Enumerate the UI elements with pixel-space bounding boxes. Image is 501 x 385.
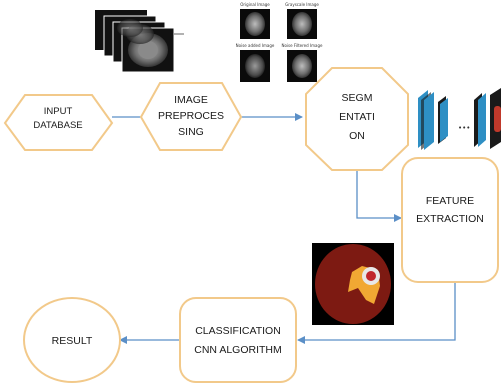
thumb-title-original: Original Image xyxy=(240,2,270,7)
node-segmentation: SEGM ENTATI ON xyxy=(305,67,409,171)
arrow-segmentation-to-feature xyxy=(356,170,402,222)
cnn-layers-image: ••• xyxy=(418,88,501,150)
image-preprocessing-label-line1: IMAGE xyxy=(174,94,208,106)
feature-extraction-label-line1: FEATURE xyxy=(426,195,474,207)
node-feature-extraction: FEATURE EXTRACTION xyxy=(401,157,499,283)
classification-label-line2: CNN ALGORITHM xyxy=(194,344,282,356)
segmentation-label-line2: ENTATI xyxy=(339,111,375,123)
mri-scan-stack-image xyxy=(95,10,184,73)
thumb-title-grayscale: Grayscale Image xyxy=(285,2,319,7)
image-preprocessing-shape xyxy=(139,82,243,151)
preprocessing-thumbnails: Original Image Grayscale Image Noise add… xyxy=(236,2,323,82)
image-preprocessing-label-line3: SING xyxy=(178,126,204,138)
segmentation-shape xyxy=(305,67,409,171)
result-shape xyxy=(23,297,121,383)
node-result: RESULT xyxy=(23,297,121,383)
node-input-database: INPUT DATABASE xyxy=(3,94,114,151)
image-preprocessing-label-line2: PREPROCES xyxy=(158,110,224,122)
thumb-title-noise-filtered: Noise Filtered Image xyxy=(282,43,324,48)
classification-label-line1: CLASSIFICATION xyxy=(195,325,281,337)
classification-shape xyxy=(179,297,297,383)
arrow-feature-to-classification xyxy=(297,282,456,344)
svg-text:•••: ••• xyxy=(458,124,470,132)
thumb-title-noise-added: Noise added Image xyxy=(236,43,275,48)
result-label: RESULT xyxy=(52,335,93,347)
node-image-preprocessing: IMAGE PREPROCES SING xyxy=(139,82,243,151)
input-database-shape xyxy=(3,94,114,151)
segmentation-label-line3: ON xyxy=(349,130,365,142)
segmentation-label-line1: SEGM xyxy=(342,92,373,104)
node-classification: CLASSIFICATION CNN ALGORITHM xyxy=(179,297,297,383)
feature-extraction-label-line2: EXTRACTION xyxy=(416,213,484,225)
feature-extraction-shape xyxy=(401,157,499,283)
tumor-segmentation-image xyxy=(312,243,394,325)
input-database-label-line2: DATABASE xyxy=(33,120,82,131)
input-database-label-line1: INPUT xyxy=(44,106,73,117)
